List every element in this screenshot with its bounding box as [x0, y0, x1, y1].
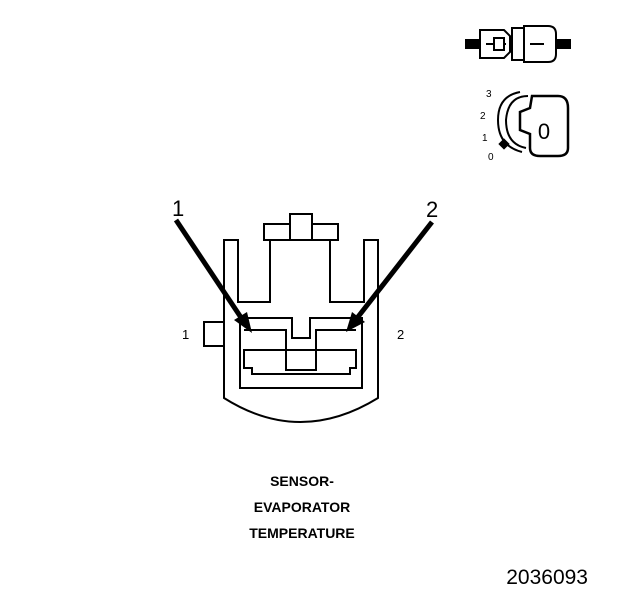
callout-number-1: 1 — [172, 196, 184, 221]
pin-label-2: 2 — [397, 327, 404, 342]
pin-label-1: 1 — [182, 327, 189, 342]
connector-plug-icon — [465, 25, 571, 63]
callout-number-2: 2 — [426, 197, 438, 222]
key-position-0: 0 — [488, 152, 494, 163]
caption-line-3: TEMPERATURE — [249, 525, 355, 541]
key-position-1: 1 — [482, 133, 488, 144]
connector-body — [203, 213, 379, 423]
caption-line-2: EVAPORATOR — [253, 499, 351, 515]
callout-arrow-left — [173, 218, 252, 333]
callout-arrow-right — [346, 220, 434, 332]
diagram-caption: SENSOR- EVAPORATOR TEMPERATURE — [200, 468, 404, 546]
key-position-2: 2 — [480, 111, 486, 122]
ignition-key-icon: 0 3 2 1 0 — [480, 89, 570, 163]
figure-number: 2036093 — [506, 566, 588, 589]
key-glyph: 0 — [538, 119, 550, 144]
caption-line-1: SENSOR- — [270, 473, 334, 489]
key-position-3: 3 — [486, 89, 492, 100]
